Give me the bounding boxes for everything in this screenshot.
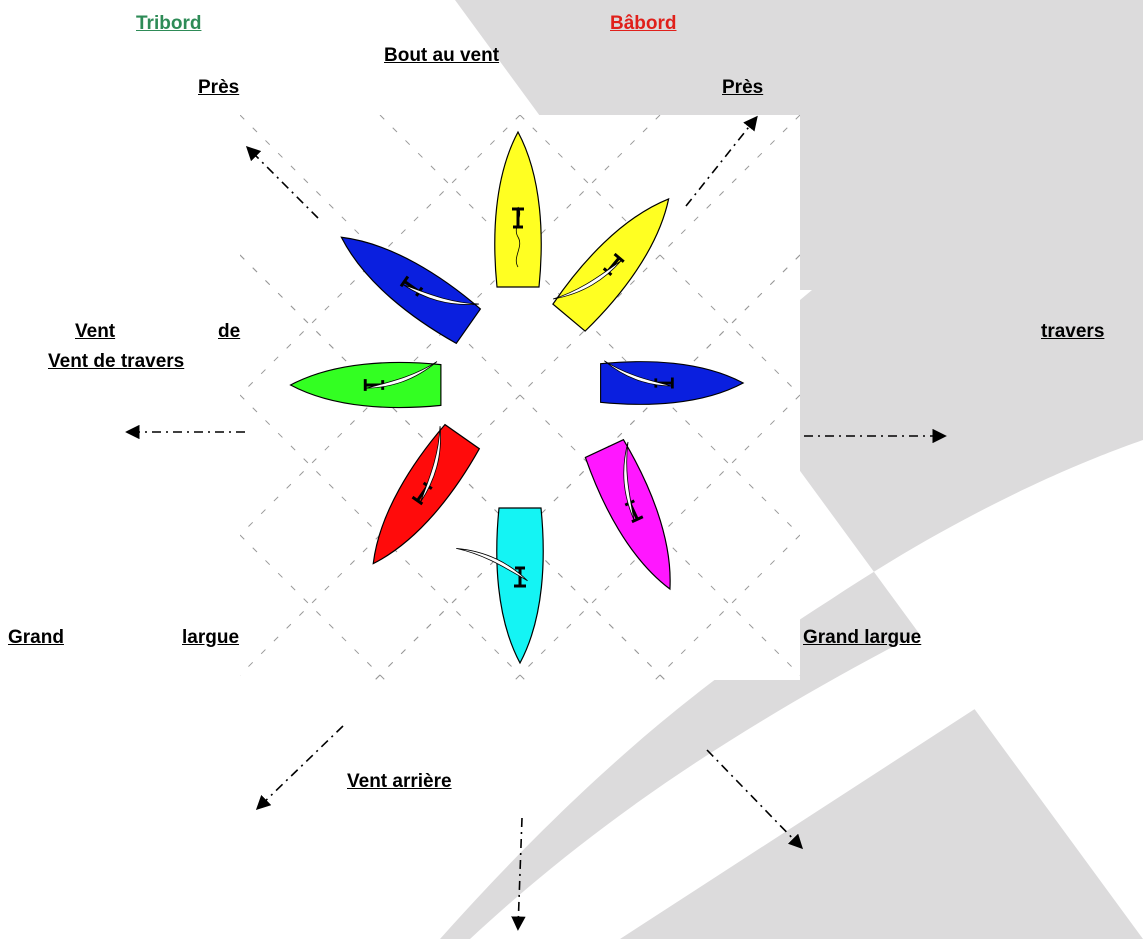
arrow-largue-tribord <box>255 725 344 810</box>
boat-vent-arriere <box>456 507 544 665</box>
arrow-vent-arriere <box>511 817 526 931</box>
sail <box>365 361 438 389</box>
grand-label-word1: Grand <box>8 627 64 648</box>
sail <box>515 206 521 268</box>
sail <box>552 260 622 300</box>
pres-tribord-label: Près <box>198 77 240 98</box>
vent-arriere-label: Vent arrière <box>347 771 452 792</box>
bout-au-vent-label: Bout au vent <box>384 45 500 66</box>
grand-largue-babord-label: Grand largue <box>803 627 922 648</box>
white-band <box>470 525 1143 939</box>
sail <box>420 426 441 503</box>
arrow-pres-babord <box>685 115 758 207</box>
mast-symbol <box>512 207 524 229</box>
boat-hull <box>552 197 670 332</box>
boat-largue-babord <box>584 438 671 591</box>
travers-babord-label: travers <box>1041 321 1105 342</box>
babord-label: Bâbord <box>610 13 677 34</box>
sail <box>456 548 528 582</box>
boat-hull <box>584 438 671 591</box>
arrow-pres-tribord <box>245 145 319 219</box>
boat-pres-tribord <box>340 236 482 345</box>
mast-symbol <box>514 566 526 588</box>
boat-bout-au-vent <box>494 130 542 288</box>
sail <box>402 284 479 305</box>
boat-largue-tribord <box>372 423 481 565</box>
tribord-label: Tribord <box>136 13 202 34</box>
boat-hull <box>340 236 482 345</box>
largue-label-word2: largue <box>182 627 240 648</box>
boat-travers-tribord <box>289 361 442 409</box>
boat-hull <box>372 423 481 565</box>
vent-label-word2: de <box>218 321 241 342</box>
vent-de-travers-tribord-label: Vent de travers <box>48 351 185 372</box>
dashed-grid <box>240 115 800 680</box>
boat-travers-babord <box>600 360 745 405</box>
arrow-largue-babord <box>706 749 804 850</box>
sail <box>623 441 635 521</box>
vent-label-word1: Vent <box>75 321 116 342</box>
pres-babord-label: Près <box>722 77 764 98</box>
sail <box>604 360 672 387</box>
boat-pres-babord <box>552 197 670 332</box>
